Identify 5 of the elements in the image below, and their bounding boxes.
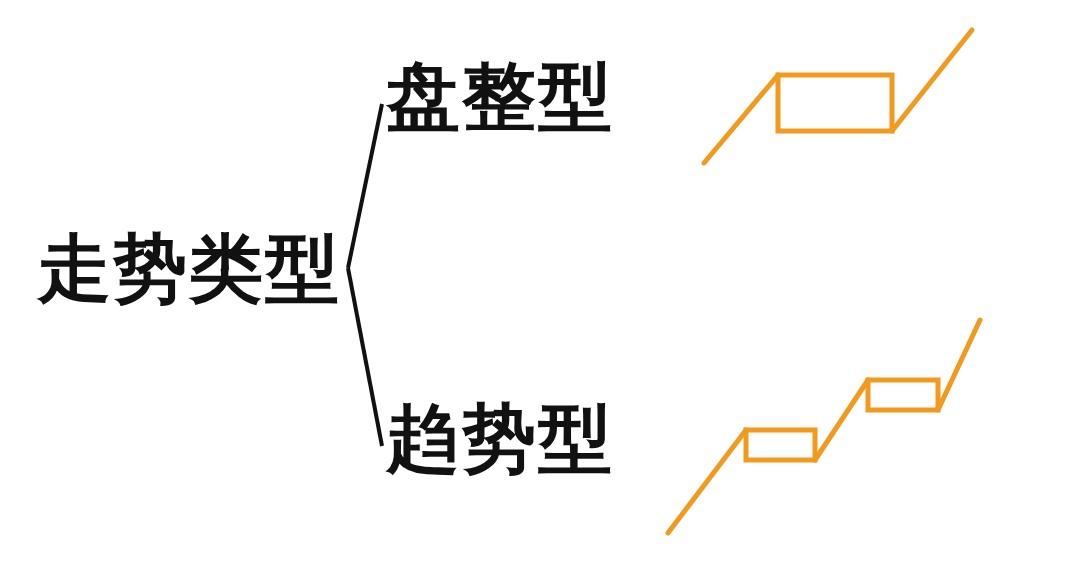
heading-text: 盘整型 [386,59,614,133]
heading-text: 趋势型 [386,401,614,475]
bracket-line [346,267,384,447]
bracket-line [346,103,384,269]
heading-text: 走势类型 [37,231,341,305]
